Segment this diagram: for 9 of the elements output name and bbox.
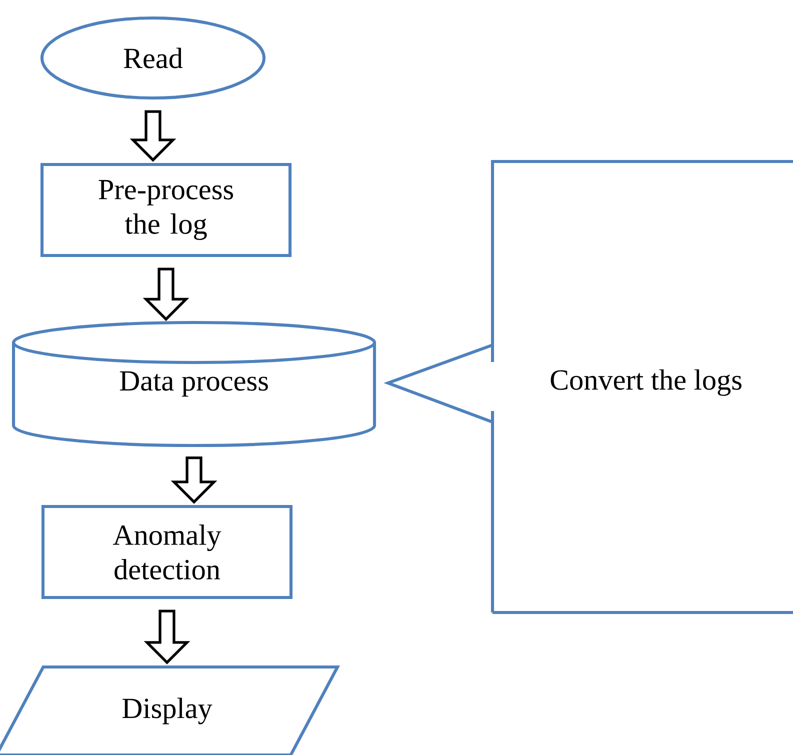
block-arrow [142,268,190,322]
output-parallelogram: Display [0,665,340,755]
callout-box: Convert the logs [384,160,793,614]
block-arrow [144,610,190,664]
database-cylinder: Data process [12,320,376,448]
process-box: Anomaly detection [41,504,293,600]
block-arrow [170,456,218,504]
process-box: Pre-process the log [40,162,292,257]
block-arrow [130,110,176,162]
